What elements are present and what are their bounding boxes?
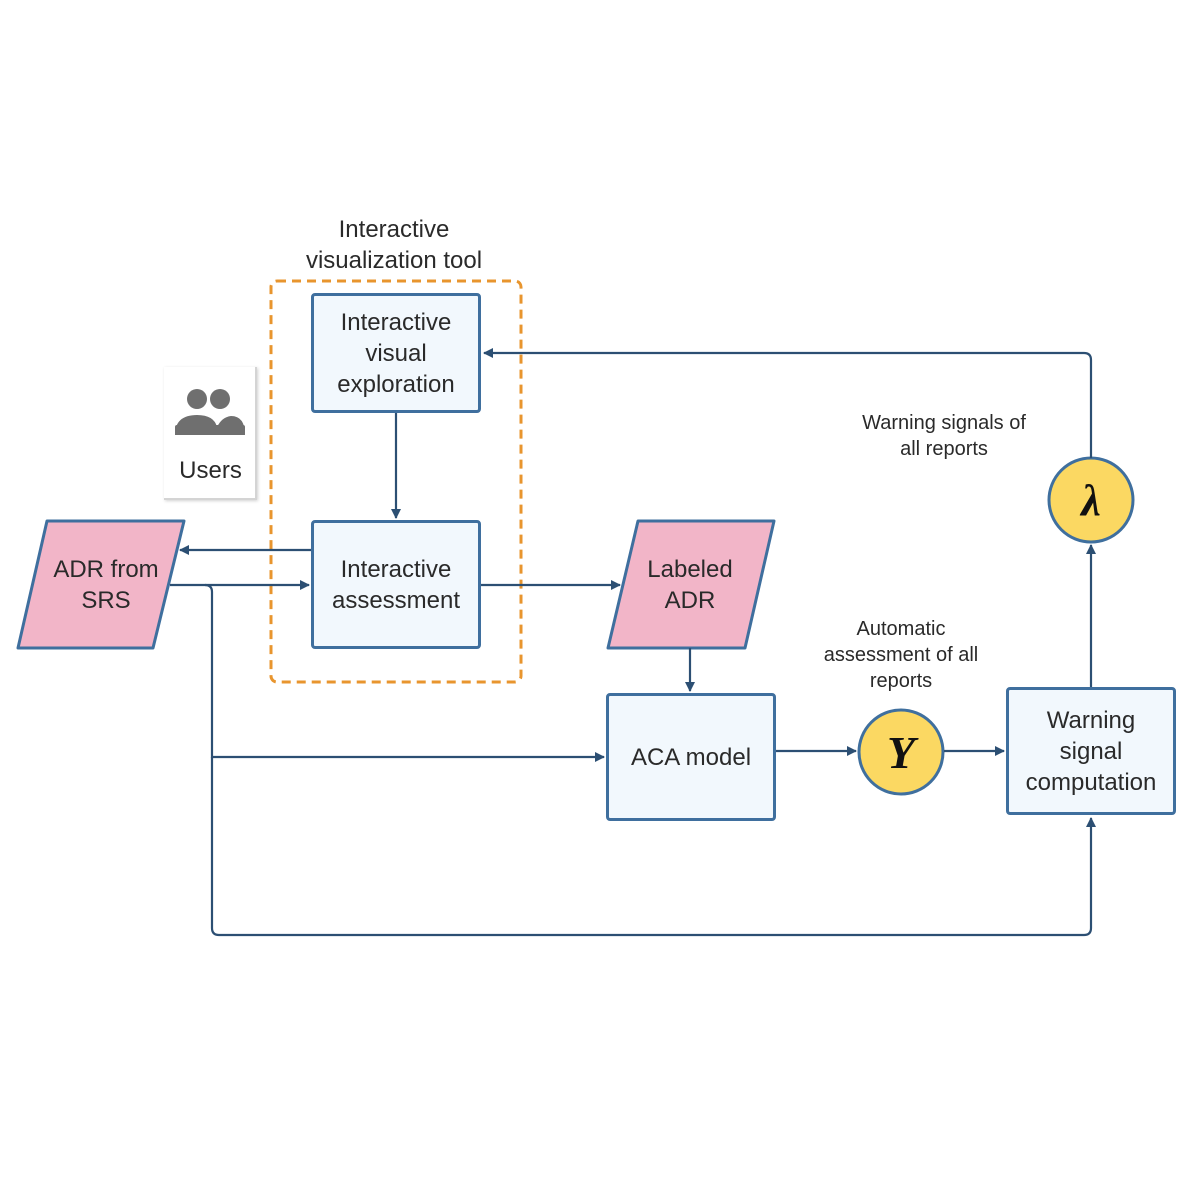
arrow-srs-to-warning — [210, 757, 1096, 937]
labeled-adr-label: Labeled ADR — [647, 555, 733, 614]
adr-from-srs-label: ADR from SRS — [53, 555, 159, 614]
warning-signal-computation-box: Warning signal computation — [1006, 687, 1176, 815]
interactive-visual-exploration-box: Interactive visual exploration — [311, 293, 481, 413]
users-label: Users — [179, 457, 242, 484]
labeled-adr-shape — [606, 519, 776, 650]
arrow-lambda-to-exploration — [483, 348, 1093, 458]
visualization-tool-group — [269, 279, 523, 684]
visualization-tool-title: Interactive visualization tool — [305, 216, 483, 274]
aca-model-box: ACA model — [606, 693, 776, 821]
arrow-srs-to-aca — [204, 583, 605, 762]
users-icon — [175, 389, 245, 435]
interactive-assessment-box: Interactive assessment — [311, 520, 481, 649]
adr-from-srs-shape — [16, 519, 186, 650]
users-card: Users — [164, 367, 257, 500]
lambda-symbol: λ — [1081, 475, 1101, 525]
y-symbol: Y — [886, 726, 916, 778]
warning-signals-annotation: Warning signals of all reports — [862, 412, 1026, 460]
automatic-assessment-annotation: Automatic assessment of all reports — [823, 618, 979, 692]
y-circle — [857, 708, 945, 796]
